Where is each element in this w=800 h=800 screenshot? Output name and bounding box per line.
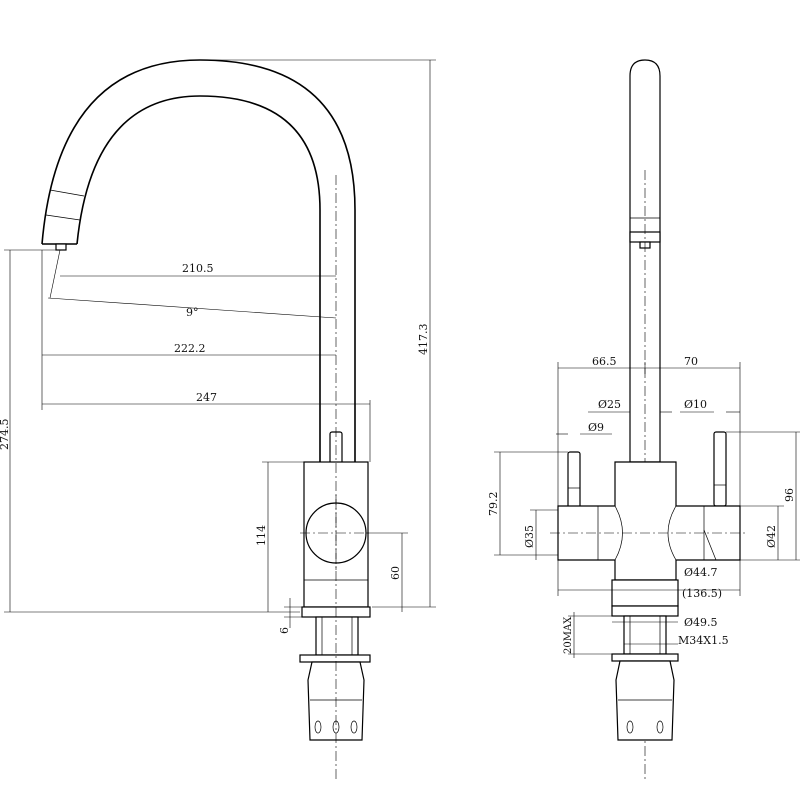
dim-60: 60 bbox=[389, 566, 402, 580]
dim-dia49-5: Ø49.5 bbox=[684, 616, 718, 629]
dim-6: 6 bbox=[278, 627, 291, 634]
dim-angle-9: 9° bbox=[186, 306, 199, 319]
front-right-handle bbox=[713, 431, 727, 507]
dim-114: 114 bbox=[255, 525, 268, 546]
front-dimension-lines bbox=[494, 362, 800, 658]
dim-20max: 20MAX bbox=[563, 616, 574, 654]
dim-417-3: 417.3 bbox=[417, 324, 430, 356]
dim-96: 96 bbox=[783, 488, 796, 502]
dim-m34: M34X1.5 bbox=[678, 634, 729, 647]
dim-dia9: Ø9 bbox=[588, 421, 604, 434]
side-shank bbox=[299, 616, 371, 741]
dim-66-5: 66.5 bbox=[592, 355, 617, 368]
front-shank bbox=[611, 615, 679, 741]
dim-79-2: 79.2 bbox=[487, 492, 500, 517]
dim-222-2: 222.2 bbox=[174, 342, 206, 355]
front-left-handle bbox=[567, 451, 581, 509]
side-view: 210.5 9° 222.2 247 417.3 274.5 114 60 6 bbox=[0, 59, 436, 780]
front-view: 66.5 70 Ø25 Ø10 Ø9 79.2 96 Ø35 Ø42 Ø44.7… bbox=[487, 59, 800, 780]
dim-dia35: Ø35 bbox=[523, 525, 536, 548]
dim-dia10: Ø10 bbox=[684, 398, 707, 411]
dim-247: 247 bbox=[196, 391, 217, 404]
dim-274-5: 274.5 bbox=[0, 419, 11, 451]
dim-70: 70 bbox=[684, 355, 698, 368]
side-dimension-lines bbox=[4, 59, 436, 628]
dim-dia25: Ø25 bbox=[598, 398, 621, 411]
dim-210-5: 210.5 bbox=[182, 262, 214, 275]
dim-136-5: (136.5) bbox=[682, 587, 722, 600]
dim-dia42: Ø42 bbox=[765, 525, 778, 548]
dim-dia44-7: Ø44.7 bbox=[684, 566, 718, 579]
